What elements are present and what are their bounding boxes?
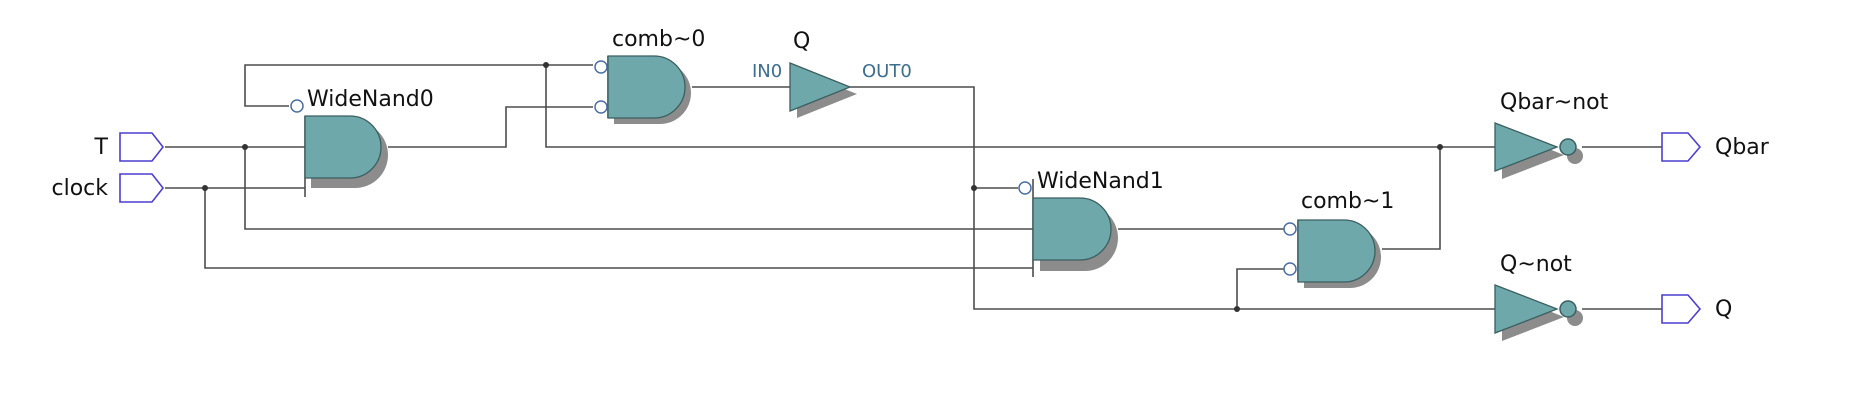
- output-label-qbar: Qbar: [1715, 135, 1770, 160]
- and-gate-icon[interactable]: [304, 115, 382, 179]
- gate-comb0[interactable]: comb~0: [594, 27, 705, 124]
- input-pin-icon[interactable]: [119, 132, 165, 162]
- inverter-bubble: [1283, 222, 1297, 236]
- gate-label-qbar-not: Qbar~not: [1500, 90, 1609, 115]
- input-pin-icon[interactable]: [119, 173, 165, 203]
- output-port-q[interactable]: Q: [1661, 294, 1732, 324]
- inverter-bubble: [1559, 138, 1577, 156]
- gate-widenand0[interactable]: WideNand0: [290, 87, 434, 188]
- wire-feedback-widenand0: [244, 64, 593, 107]
- wire-widenand0-to-comb0: [388, 106, 593, 148]
- input-port-t[interactable]: T: [94, 132, 165, 162]
- wire-qbar-feedback: [545, 65, 1495, 148]
- wire-t-branch: [244, 147, 1033, 230]
- inverter-bubble: [1283, 262, 1297, 276]
- junctions: [202, 62, 1443, 312]
- inverter-bubble: [1559, 300, 1577, 318]
- gate-label-widenand0: WideNand0: [307, 87, 434, 112]
- junction-dot: [543, 62, 549, 68]
- input-label-t: T: [94, 135, 109, 160]
- buffer-port-out: OUT0: [862, 61, 912, 82]
- buffer-label-q: Q: [793, 29, 810, 54]
- buffer-icon[interactable]: [789, 62, 852, 112]
- buffer-port-in: IN0: [752, 61, 782, 82]
- output-port-qbar[interactable]: Qbar: [1661, 132, 1770, 162]
- gate-label-comb0: comb~0: [612, 27, 705, 52]
- and-gate-icon[interactable]: [1032, 197, 1112, 261]
- gate-q-not[interactable]: Q~not: [1494, 252, 1583, 341]
- junction-dot: [1234, 306, 1240, 312]
- gate-widenand1[interactable]: WideNand1: [1018, 169, 1164, 271]
- gate-comb1[interactable]: comb~1: [1283, 189, 1394, 288]
- inverter-bubble: [290, 99, 304, 113]
- junction-dot: [242, 144, 248, 150]
- inverter-bubble: [594, 60, 608, 74]
- inverter-bubble: [594, 100, 608, 114]
- gate-qbar-not[interactable]: Qbar~not: [1494, 90, 1609, 179]
- wire-clock-branch: [204, 188, 1033, 269]
- junction-dot: [202, 185, 208, 191]
- and-gate-icon[interactable]: [1297, 219, 1376, 283]
- input-port-clock[interactable]: clock: [51, 173, 165, 203]
- gate-label-q-not: Q~not: [1500, 252, 1572, 277]
- gate-label-comb1: comb~1: [1301, 189, 1394, 214]
- wire-q-to-comb1: [1236, 268, 1285, 309]
- not-gate-icon[interactable]: [1494, 284, 1559, 334]
- inverter-bubble: [1018, 181, 1032, 195]
- wire-comb1-to-qbar: [1382, 147, 1441, 250]
- input-label-clock: clock: [51, 176, 108, 201]
- output-label-q: Q: [1715, 297, 1732, 322]
- junction-dot: [1437, 144, 1443, 150]
- and-gate-icon[interactable]: [607, 55, 686, 119]
- junction-dot: [971, 185, 977, 191]
- gate-label-widenand1: WideNand1: [1037, 169, 1164, 194]
- output-pin-icon[interactable]: [1661, 132, 1702, 162]
- buffer-q[interactable]: Q IN0 OUT0: [752, 29, 912, 118]
- not-gate-icon[interactable]: [1494, 122, 1559, 172]
- output-pin-icon[interactable]: [1661, 294, 1702, 324]
- wire-buffer-output: [850, 86, 1495, 310]
